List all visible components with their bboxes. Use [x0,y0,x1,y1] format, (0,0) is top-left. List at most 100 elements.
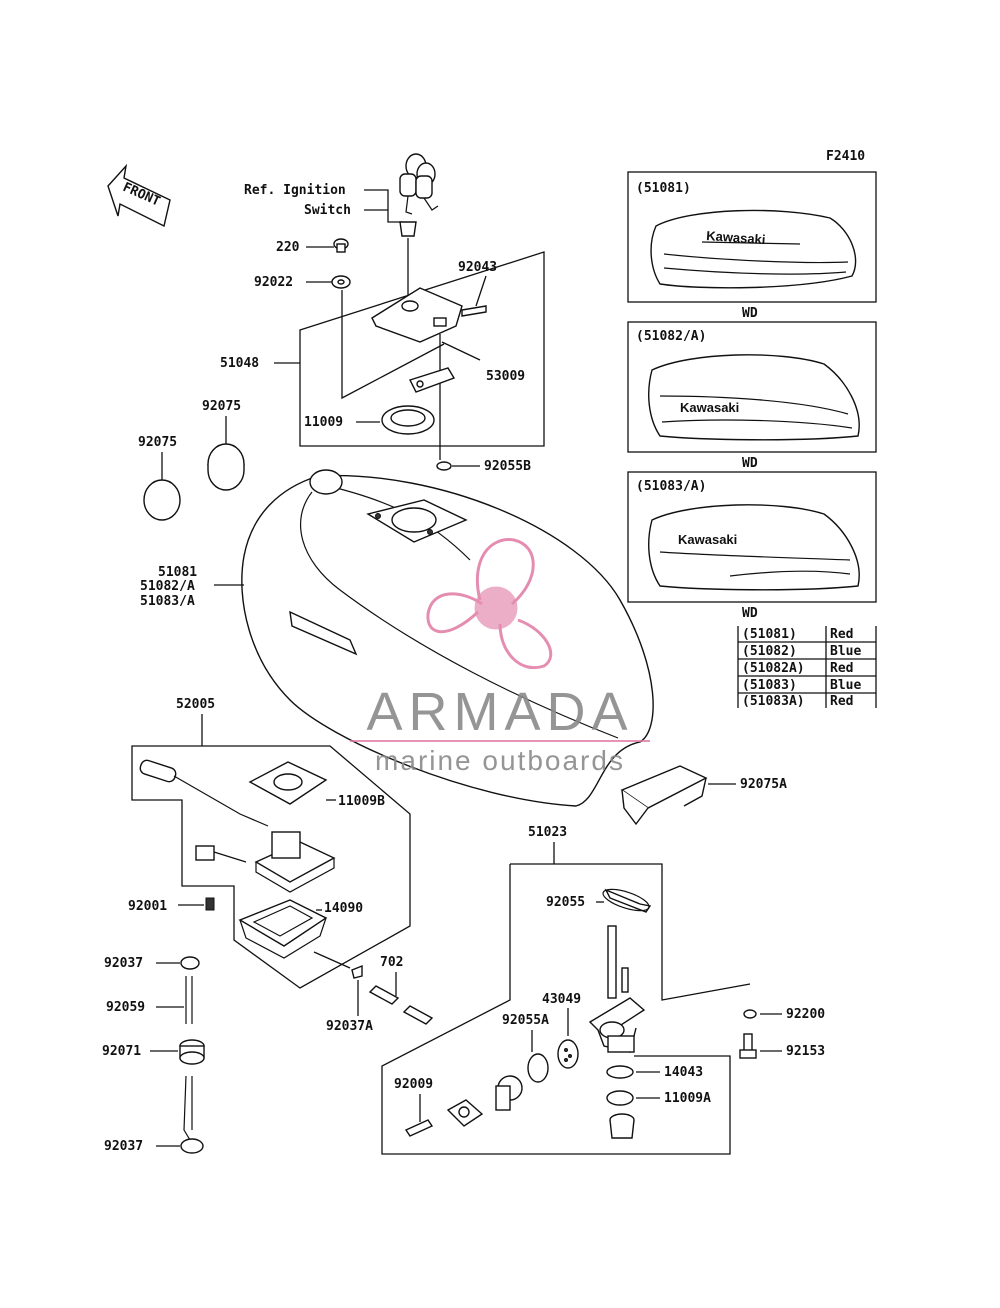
part-92037-a-label: 92037 [104,956,143,971]
part-51083A-label: 51083/A [140,594,195,609]
gasket-11009B-icon [248,761,328,805]
color-row-1-code: (51082) [742,644,797,659]
ref-ignition-line1: Ref. Ignition [244,183,346,198]
lever-icon [495,1075,523,1111]
part-92055A-label: 92055A [502,1013,549,1028]
color-row-0-code: (51081) [742,627,797,642]
part-92200-label: 92200 [786,1007,825,1022]
watermark-title: ARMADA [366,682,633,742]
oring-92055B-icon [436,461,452,471]
part-14090-label: 14090 [324,901,363,916]
part-11009-label: 11009 [304,415,343,430]
part-92075-b-label: 92075 [138,435,177,450]
float-arm-icon [139,759,269,827]
panel-51082A-caption: WD [742,456,758,471]
panel-51081: (51081) Kawasaki [627,171,877,303]
part-11009B-label: 11009B [338,794,385,809]
screw-92009-icon [404,1119,434,1137]
gasket-92055-icon [602,888,652,913]
fuel-sender-box [131,745,411,989]
fuel-cock-icon [588,925,646,1053]
cap-plate-icon [371,287,487,343]
watermark-subtitle: marine outboards [375,745,625,776]
part-220-label: 220 [276,240,300,255]
cover-14090-icon [238,899,328,959]
part-11009A-label: 11009A [664,1091,711,1106]
fuel-cock-box [381,863,751,1155]
bracket-51048-box [299,251,545,447]
rubber-92075A-icon [620,765,708,826]
color-row-2-code: (51082A) [742,661,805,676]
sender-body-icon [195,831,336,893]
washer-92200-icon [743,1009,757,1019]
rubber-92075-a-icon [207,443,245,491]
part-92009-label: 92009 [394,1077,433,1092]
hose-lower-icon [183,1075,193,1141]
grommet-92071-icon [179,1039,205,1065]
panel-51082A: (51082/A) Kawasaki [627,321,877,453]
color-row-2-color: Red [830,661,853,676]
color-row-3-color: Blue [830,678,861,693]
cup-icon [609,1113,635,1139]
nut-14043-icon [606,1065,634,1079]
part-92071-label: 92071 [102,1044,141,1059]
clamp-92037-a-icon [180,956,200,970]
part-92075-a-label: 92075 [202,399,241,414]
panel-51083A-code: (51083/A) [636,479,706,494]
figure-code: F2410 [826,149,865,164]
part-51048-label: 51048 [220,356,259,371]
plate-icon [446,1099,484,1127]
panel-51082A-brand: Kawasaki [680,400,739,415]
armada-watermark: ARMADA marine outboards [350,538,650,776]
part-14043-label: 14043 [664,1065,703,1080]
rubber-92075-b-icon [143,479,181,521]
panel-51081-caption: WD [742,306,758,321]
part-51081-label: 51081 [158,565,197,580]
bolt-92153-icon [739,1033,757,1059]
panel-51083A-brand: Kawasaki [678,532,737,547]
part-702-label: 702 [380,955,403,970]
front-arrow-icon: FRONT [107,163,171,228]
part-53009-label: 53009 [486,369,525,384]
part-92055-label: 92055 [546,895,585,910]
color-row-3-code: (51083) [742,678,797,693]
oring-92055A-icon [527,1053,549,1083]
part-43049-label: 43049 [542,992,581,1007]
ref-ignition-line2: Switch [304,203,351,218]
panel-51083A-caption: WD [742,606,758,621]
part-92153-label: 92153 [786,1044,825,1059]
panel-51081-code: (51081) [636,181,691,196]
hose-92059-icon [185,976,193,1024]
screw-220-icon [333,238,349,253]
filter-43049-icon [557,1039,579,1069]
latch-53009-icon [409,367,456,393]
part-92037-b-label: 92037 [104,1139,143,1154]
part-92037A-label: 92037A [326,1019,373,1034]
ignition-keys-icon [399,153,439,237]
panel-51083A: (51083/A) Kawasaki [627,471,877,603]
color-row-1-color: Blue [830,644,861,659]
color-row-0-color: Red [830,627,853,642]
color-table: (51081) Red (51082) Blue (51082A) Red (5… [737,626,877,709]
part-92059-label: 92059 [106,1000,145,1015]
part-92075A-label: 92075A [740,777,787,792]
part-92022-label: 92022 [254,275,293,290]
clamp-92037-b-icon [180,1138,204,1154]
clamp-92037A-icon [351,964,363,979]
fuel-tank-icon [241,469,654,807]
color-row-4-color: Red [830,694,853,709]
gasket-11009A-icon [606,1090,634,1106]
part-51023-label: 51023 [528,825,567,840]
part-92043-label: 92043 [458,260,497,275]
color-row-4-code: (51083A) [742,694,805,709]
screw-92001-icon [205,897,215,911]
part-52005-label: 52005 [176,697,215,712]
propeller-logo-icon [426,538,553,670]
part-92001-label: 92001 [128,899,167,914]
hose-702-icon [368,985,434,1025]
part-51082A-label: 51082/A [140,579,195,594]
part-92055B-label: 92055B [484,459,531,474]
panel-51082A-code: (51082/A) [636,329,706,344]
